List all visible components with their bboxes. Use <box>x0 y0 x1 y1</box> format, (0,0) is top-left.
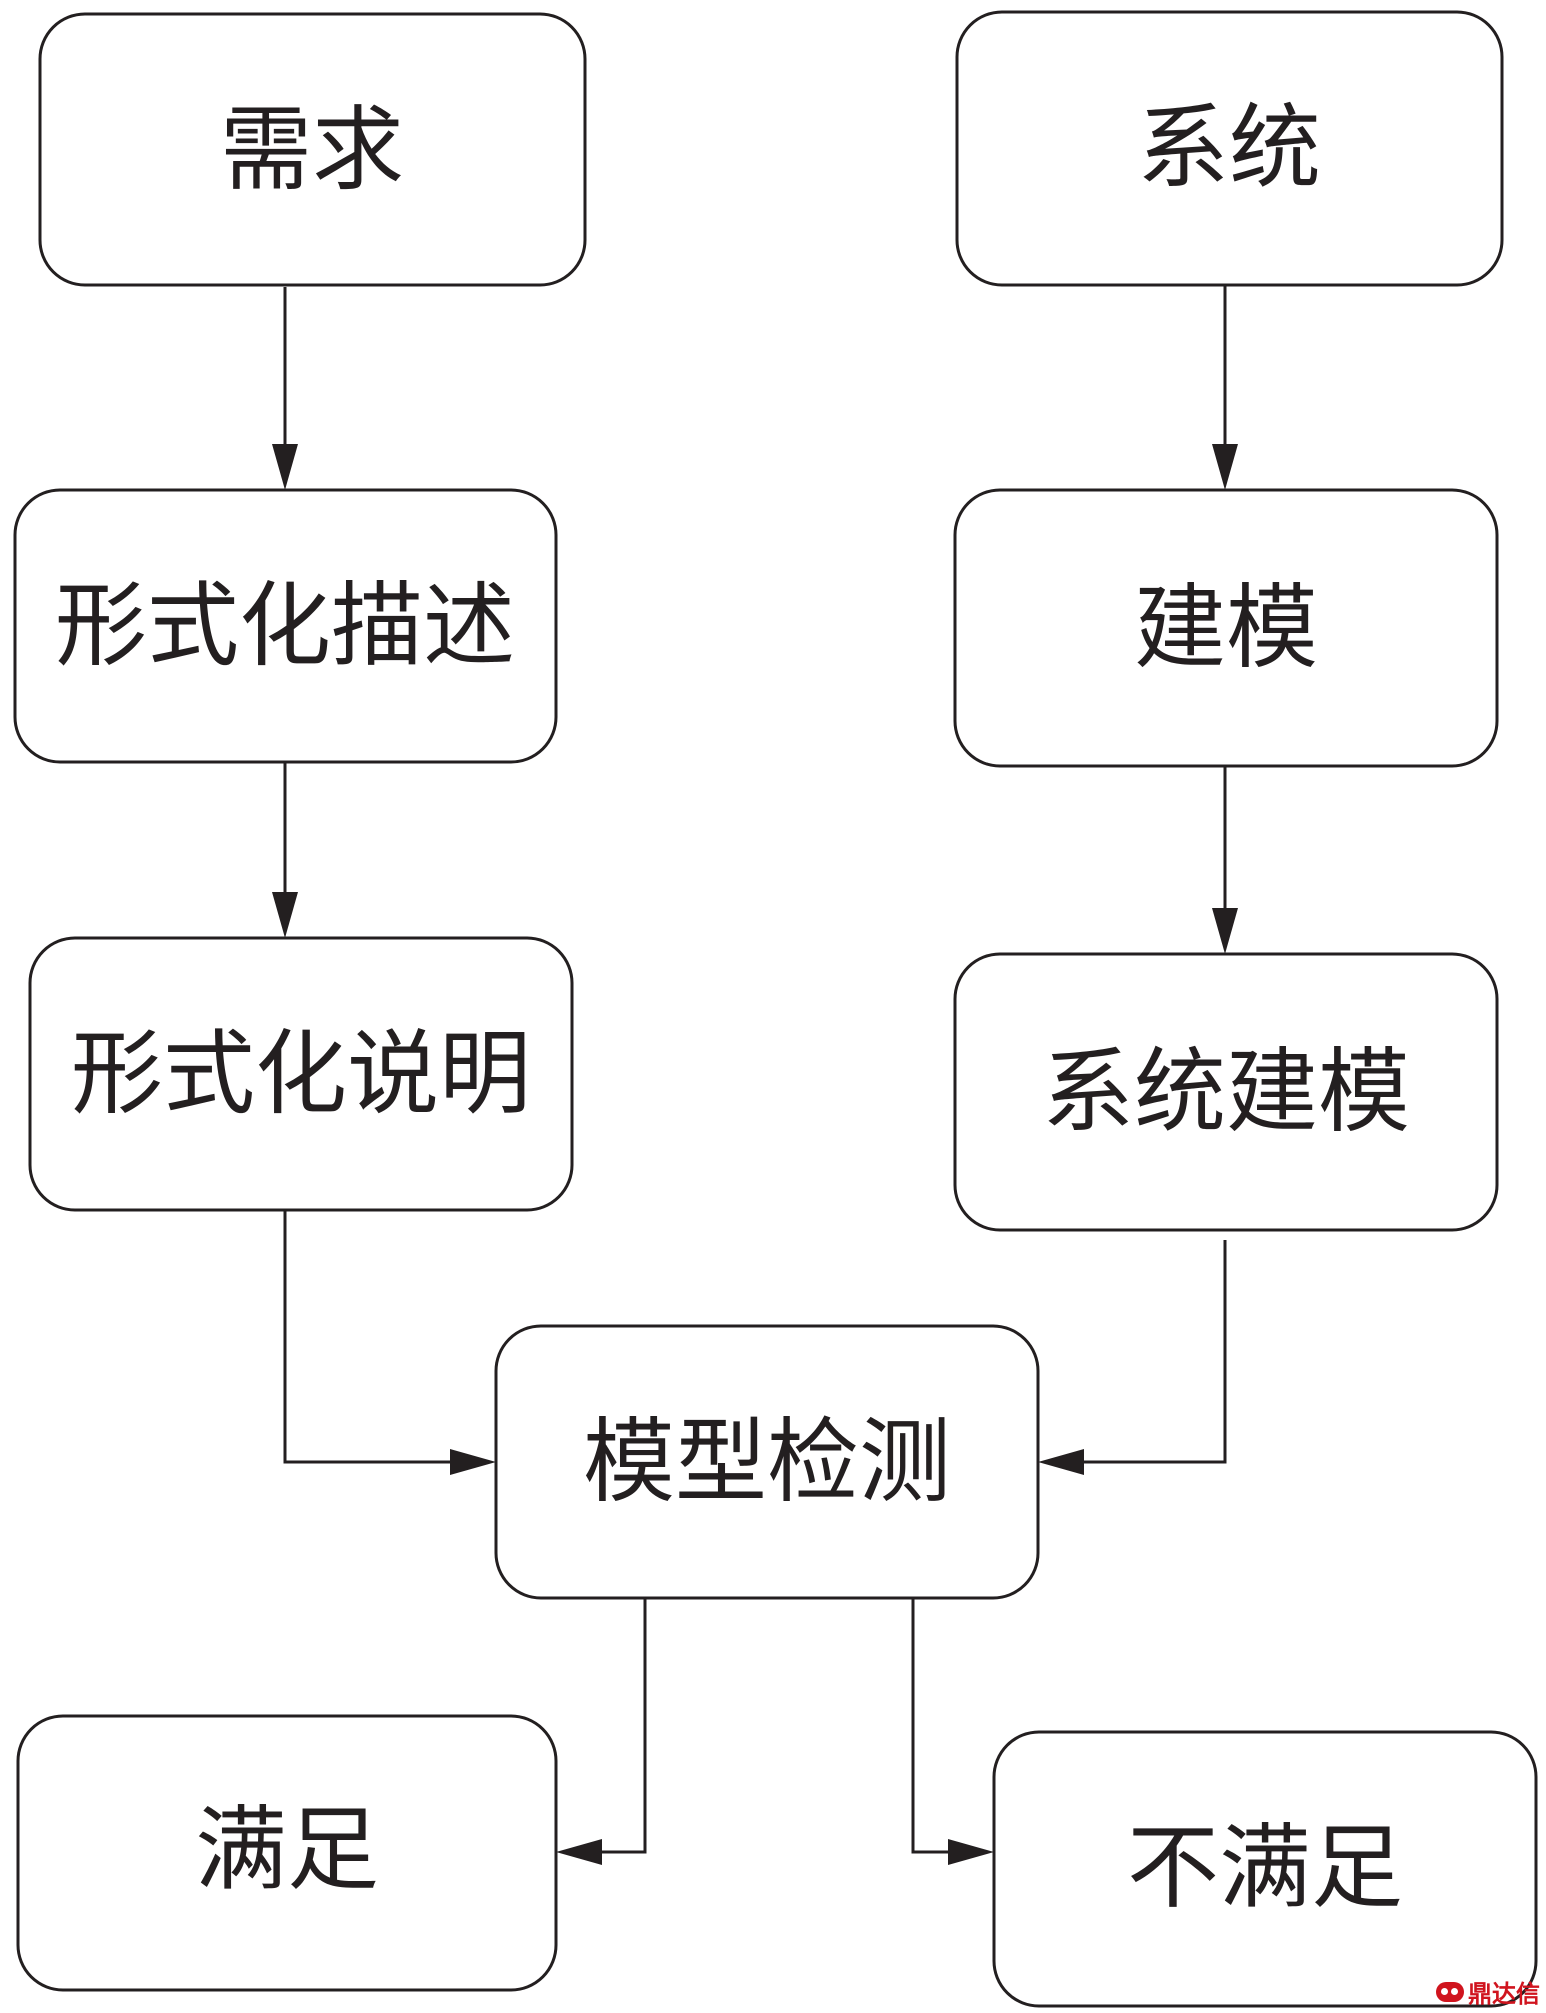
node-not-satisfied: 不满足 <box>992 1730 1538 2008</box>
watermark-logo-icon <box>1436 1981 1464 2002</box>
edge-system-modeling-to-model-checking <box>1080 1240 1227 1464</box>
arrowhead-formal-description <box>272 444 298 490</box>
node-system: 系统 <box>955 10 1504 287</box>
arrowhead-satisfied <box>556 1839 602 1865</box>
connectors <box>272 285 1238 1865</box>
node-formal-specification: 形式化说明 <box>28 936 574 1212</box>
watermark-text: 鼎达信 <box>1468 1980 1540 2008</box>
arrowhead-formal-specification <box>272 892 298 938</box>
node-system-modeling: 系统建模 <box>953 952 1499 1232</box>
arrowhead-model-checking-right <box>1038 1449 1084 1475</box>
node-not-satisfied-label: 不满足 <box>1127 1815 1403 1922</box>
arrowhead-system-modeling <box>1212 908 1238 954</box>
node-formal-description-label: 形式化描述 <box>55 573 515 680</box>
edge-formal-specification-to-model-checking <box>283 1210 454 1464</box>
node-model-checking: 模型检测 <box>494 1324 1040 1600</box>
watermark: 鼎达信 <box>1436 1974 1540 2009</box>
edge-model-checking-to-not-satisfied <box>911 1598 952 1854</box>
arrowhead-modeling <box>1212 444 1238 490</box>
arrowhead-not-satisfied <box>948 1839 994 1865</box>
node-satisfied: 满足 <box>16 1714 558 1992</box>
node-requirement: 需求 <box>38 12 587 287</box>
node-requirement-label: 需求 <box>220 97 404 204</box>
arrowhead-model-checking-left <box>450 1449 496 1475</box>
edge-model-checking-to-satisfied <box>598 1598 647 1854</box>
node-model-checking-label: 模型检测 <box>583 1409 951 1516</box>
node-modeling-label: 建模 <box>1134 575 1318 682</box>
node-system-modeling-label: 系统建模 <box>1042 1039 1410 1146</box>
node-modeling: 建模 <box>953 488 1499 768</box>
node-satisfied-label: 满足 <box>195 1797 379 1904</box>
node-formal-specification-label: 形式化说明 <box>71 1021 531 1128</box>
node-system-label: 系统 <box>1137 95 1321 202</box>
node-formal-description: 形式化描述 <box>13 488 558 764</box>
